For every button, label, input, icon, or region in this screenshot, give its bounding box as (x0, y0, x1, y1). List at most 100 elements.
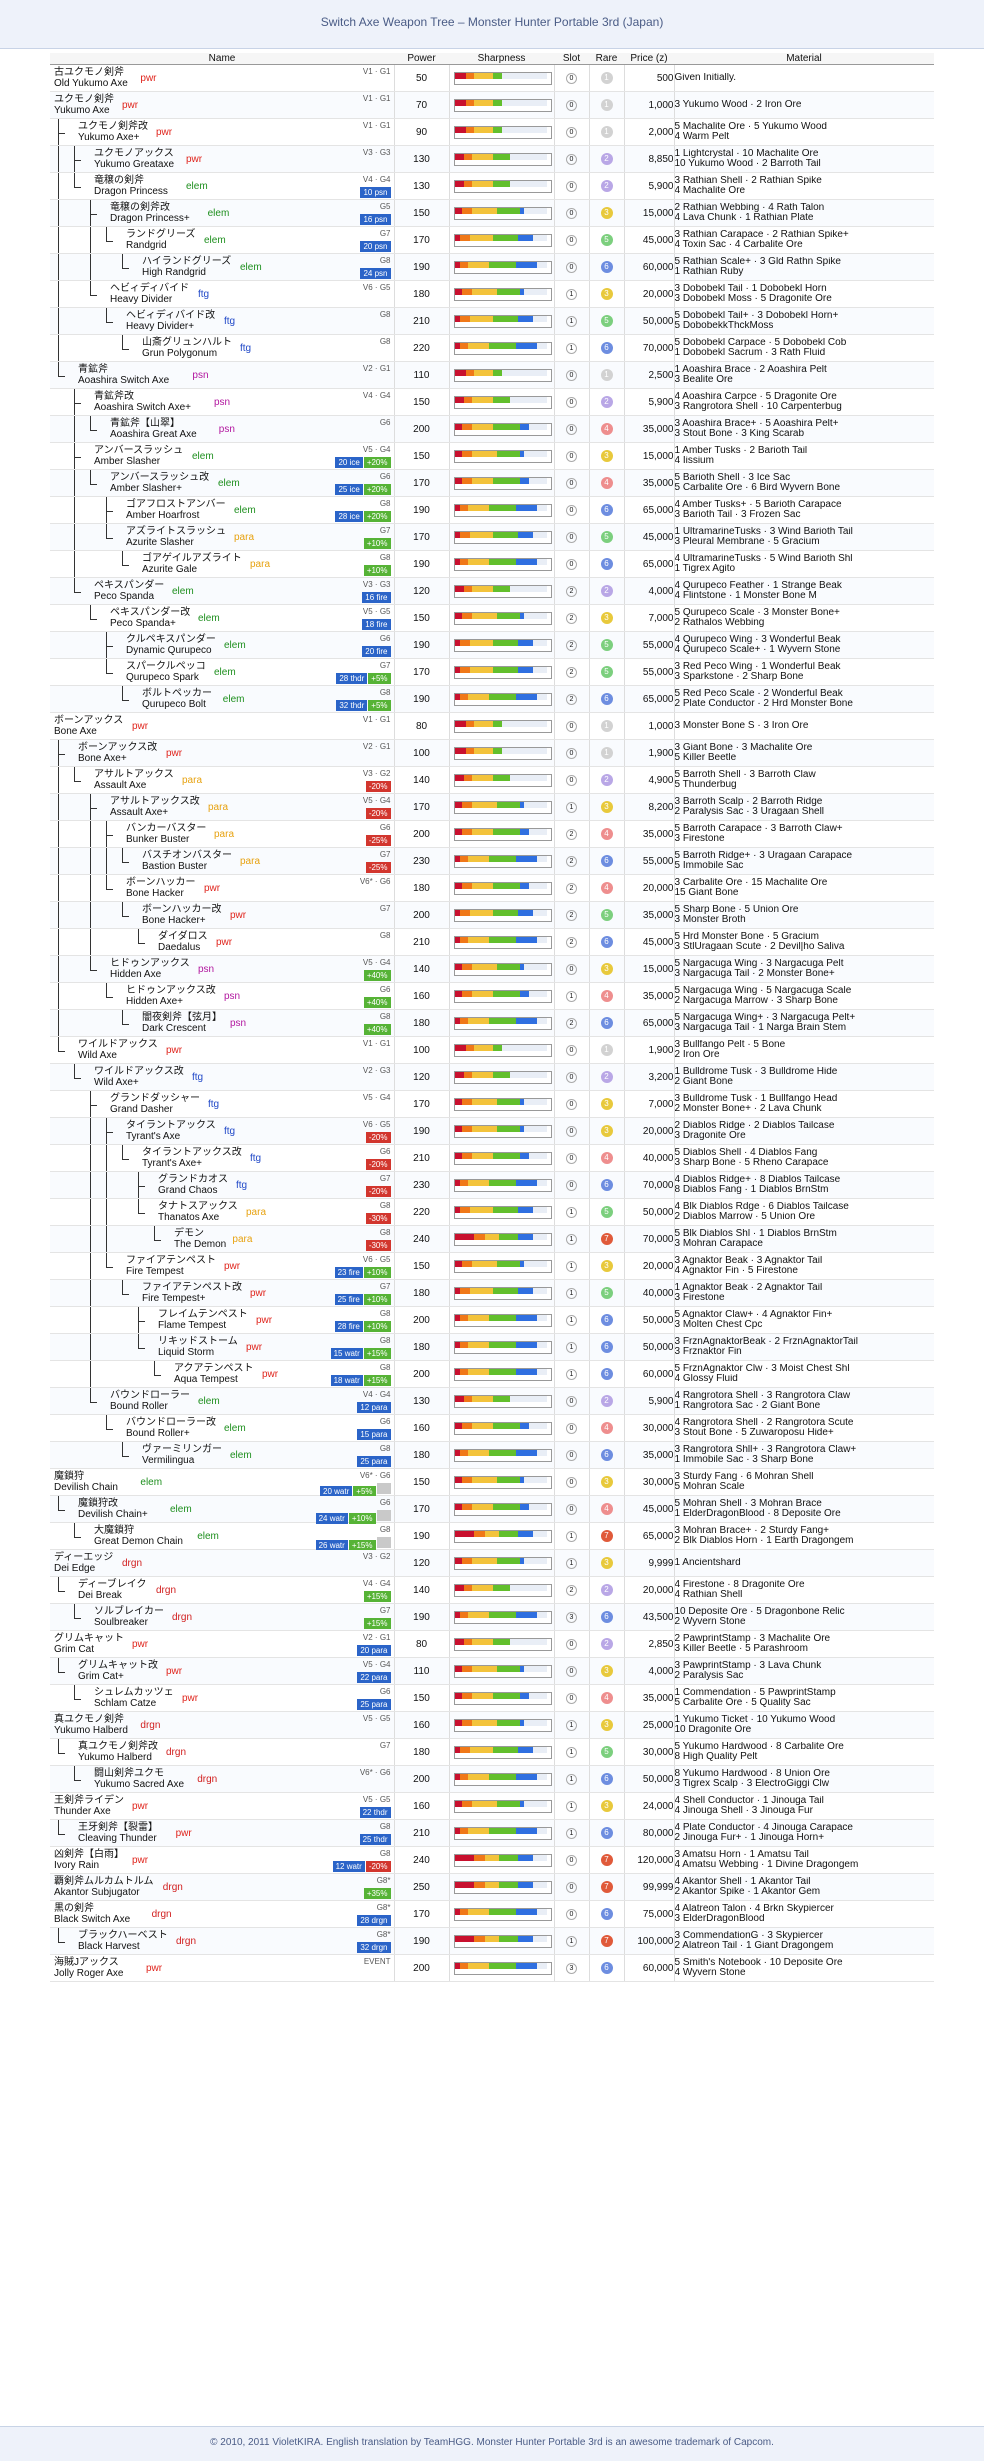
weapon-name[interactable]: 闇夜剣斧【弦月】Dark Crescent (142, 1012, 222, 1034)
weapon-name[interactable]: 青鉱斧【山翠】Aoashira Great Axe (110, 418, 197, 440)
weapon-name[interactable]: 王牙剣斧【裂雷】Cleaving Thunder (78, 1822, 158, 1844)
